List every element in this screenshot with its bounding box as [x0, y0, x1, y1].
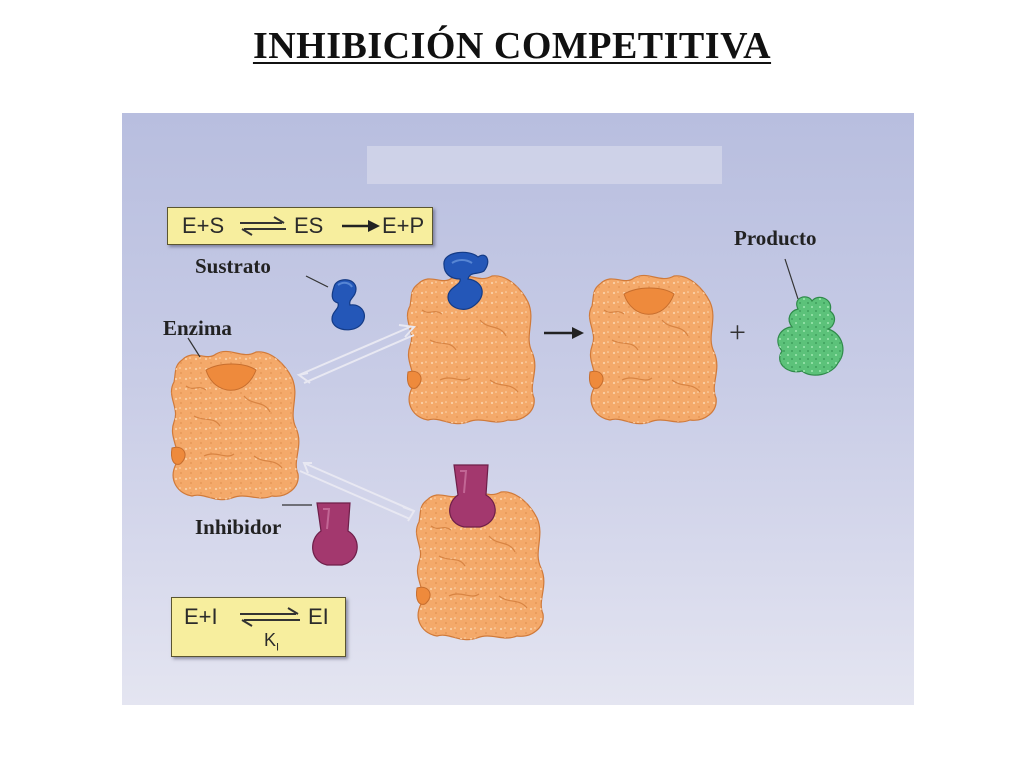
product-molecule: [778, 297, 843, 375]
enzyme-released: [589, 275, 716, 423]
label-product: Producto: [734, 226, 816, 251]
inhibition-constant: KI: [264, 630, 279, 654]
title-text: INHIBICIÓN COMPETITIVA: [253, 25, 771, 67]
equation-box-inhibitor: E+I EI KI: [171, 597, 346, 657]
ki-symbol: K: [264, 630, 276, 650]
label-enzyme: Enzima: [163, 316, 232, 341]
page-title: INHIBICIÓN COMPETITIVA: [0, 24, 1024, 68]
label-substrate: Sustrato: [195, 254, 271, 279]
equilibrium-arrow-inhibitor: [300, 463, 414, 521]
eq-es-right: E+P: [382, 215, 424, 237]
ki-subscript: I: [276, 642, 279, 654]
label-inhibitor: Inhibidor: [195, 515, 281, 540]
diagram-panel: E+S ES E+P E+I EI KI Sustrato Enzima Inh…: [122, 113, 914, 705]
bound-inhibitor: [450, 465, 496, 527]
equation-box-substrate: E+S ES E+P: [167, 207, 433, 245]
substrate-molecule: [332, 280, 364, 330]
plus-sign: +: [729, 316, 746, 350]
enzyme-free: [171, 351, 298, 499]
eq-es-left: E+S: [182, 215, 224, 237]
eq-es-middle: ES: [294, 215, 323, 237]
eq-ei-right: EI: [308, 606, 329, 628]
reaction-arrow: [544, 327, 584, 339]
equilibrium-arrows-icon: [238, 605, 302, 629]
eq-ei-left: E+I: [184, 606, 218, 628]
inhibitor-molecule: [313, 503, 358, 565]
equilibrium-arrow-substrate: [299, 325, 414, 383]
equilibrium-arrows-icon: [238, 214, 288, 238]
forward-arrow-icon: [340, 216, 382, 236]
